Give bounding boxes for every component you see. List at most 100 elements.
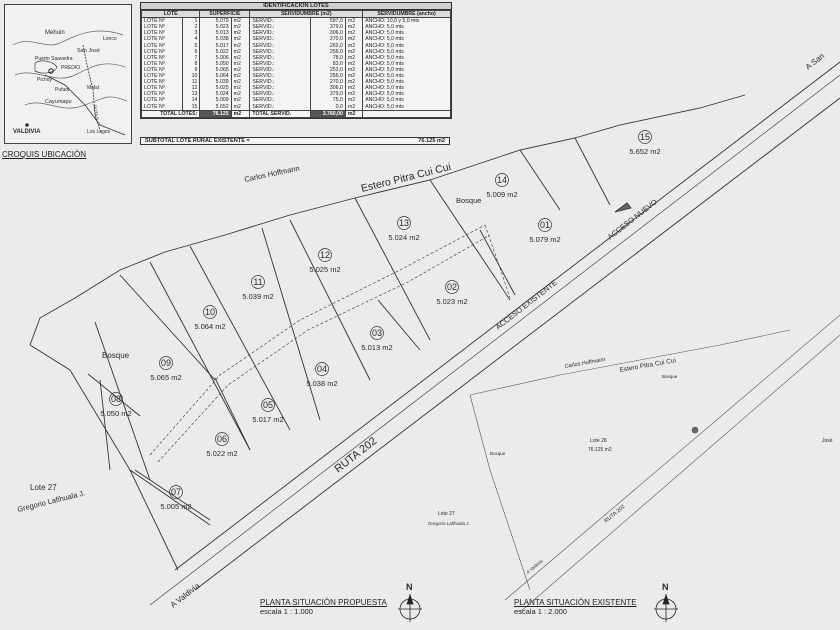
table-cell-ancho: ANCHO: 5,0 mts [362,85,451,92]
lot-area: 5.064 m2 [194,322,225,331]
div-07 [129,469,211,526]
lot-circle [251,275,265,289]
div-12-13 [354,197,431,341]
label-a-valdivia: A Valdivia [169,581,202,610]
div-10-11 [149,261,251,451]
lot-area: 5.013 m2 [361,343,392,352]
table-cell-n: 3 [182,30,201,37]
lot-circle [538,218,552,232]
road-edge-lower [194,97,840,591]
div-13-14 [429,179,511,301]
existing-label-bosque2: Bosque [490,451,506,456]
table-cell-su: m2 [344,54,364,61]
table-cell-ancho: ANCHO: 5,0 mts [362,79,451,86]
label-a-san: A San [804,51,826,71]
existing-plan [469,314,840,613]
caption-proposed: PLANTA SITUACIÓN PROPUESTA escala 1 : 1.… [260,598,387,616]
town-pufudi: Pufudi [55,87,69,93]
label-bosque-right: Bosque [456,196,481,205]
table-cell-su: m2 [344,24,364,31]
table-cell-su: m2 [344,60,364,67]
table-cell-ancho: ANCHO: 5,0 mts [362,66,451,74]
existing-label-estero: Estero Pitra Cui Cui [619,357,676,374]
lot-area: 5.079 m2 [529,235,560,244]
div-11-05 [189,245,291,431]
table-cell-n: 15 [182,103,201,111]
table-title: IDENTIFICACION LOTES [141,3,451,11]
lot-area: 5.050 m2 [100,409,131,418]
table-cell-sup: 5.006 [199,54,232,61]
table-cell-n: 14 [182,97,201,104]
lot-circle [445,280,459,294]
table-cell-n: 9 [182,66,201,74]
lot-number: 05 [263,400,273,410]
table-cell-n: 13 [182,91,201,98]
proposed-plan [29,61,840,606]
table-cell-n: 6 [182,48,201,55]
div-08-09 [87,373,141,417]
location-map: Mehuin Lonco Puerto Saavedra San José PR… [12,30,128,136]
lot-area: 5.023 m2 [436,297,467,306]
total-value: 76.125 [199,109,232,118]
subtotal-unit: m2 [436,138,445,144]
table-cell-ancho: ANCHO: 5,0 mts [362,60,451,67]
table-cell-su: m2 [344,66,364,74]
total-serv-unit: m2 [344,109,364,118]
table-cell-su: m2 [344,73,364,80]
table-cell-sup: 5.025 [199,85,232,92]
table-cell-su: m2 [344,48,364,55]
subtotal-amount: 76.125 m2 [418,138,445,144]
div-15 [574,137,611,206]
div-02-01 [479,229,516,296]
lot-number: 13 [399,218,409,228]
easement-line-3 [484,224,511,299]
lot-number: 15 [640,132,650,142]
table-cell-sup: 5.064 [199,73,232,80]
lot-identification-table: IDENTIFICACION LOTES LOTE SUPERFICIE SER… [140,2,452,119]
lot-circle [315,362,329,376]
lot-circle [159,356,173,370]
table-cell-su: m2 [344,30,364,37]
lot-number: 01 [540,220,550,230]
table-cell-ancho: ANCHO: 5,0 mts [362,73,451,80]
town-valdivia: VALDIVIA [13,129,41,135]
lot-number: 02 [447,282,457,292]
lot-number: 08 [111,394,121,404]
caption-existing: PLANTA SITUACIÓN EXISTENTE escala 1 : 2.… [514,598,637,616]
town-predio: PREDIO [61,65,80,71]
table-cell-n: 12 [182,85,201,92]
location-sketch: Mehuin Lonco Puerto Saavedra San José PR… [4,4,132,144]
existing-label-ruta: RUTA 202 [603,504,626,525]
existing-boundary-west [469,394,531,591]
caption-proposed-title: PLANTA SITUACIÓN PROPUESTA [260,598,387,607]
table-cell-su: m2 [344,103,364,111]
north-label-existing: N [662,582,669,592]
lot-number: 12 [320,250,330,260]
lot-circle [109,392,123,406]
caption-existing-scale: escala 1 : 2.000 [514,607,567,616]
table-cell-sup: 5.009 [199,97,232,104]
table-cell-sup: 5.023 [199,24,232,31]
lot-area: 5.024 m2 [388,233,419,242]
table-cell-sup: 5.079 [199,17,232,25]
north-label-proposed: N [406,582,413,592]
header-superficie: SUPERFICIE [199,10,251,19]
table-cell-n: 2 [182,24,201,31]
table-cell-ancho: ANCHO: 5,0 mts [362,103,451,111]
total-empty-cell [362,109,451,118]
town-los-lagos: Los Lagos [87,129,111,135]
subtotal-row: SUBTOTAL LOTE RURAL EXISTENTE = 76.125 m… [140,137,450,145]
div-bosque [99,379,111,471]
lot-circle [495,173,509,187]
lot-boundary-west [29,344,179,571]
existing-label-lote28: Lote 28 [590,438,607,444]
header-lote: LOTE [140,10,201,19]
table-cell-su: m2 [344,91,364,98]
